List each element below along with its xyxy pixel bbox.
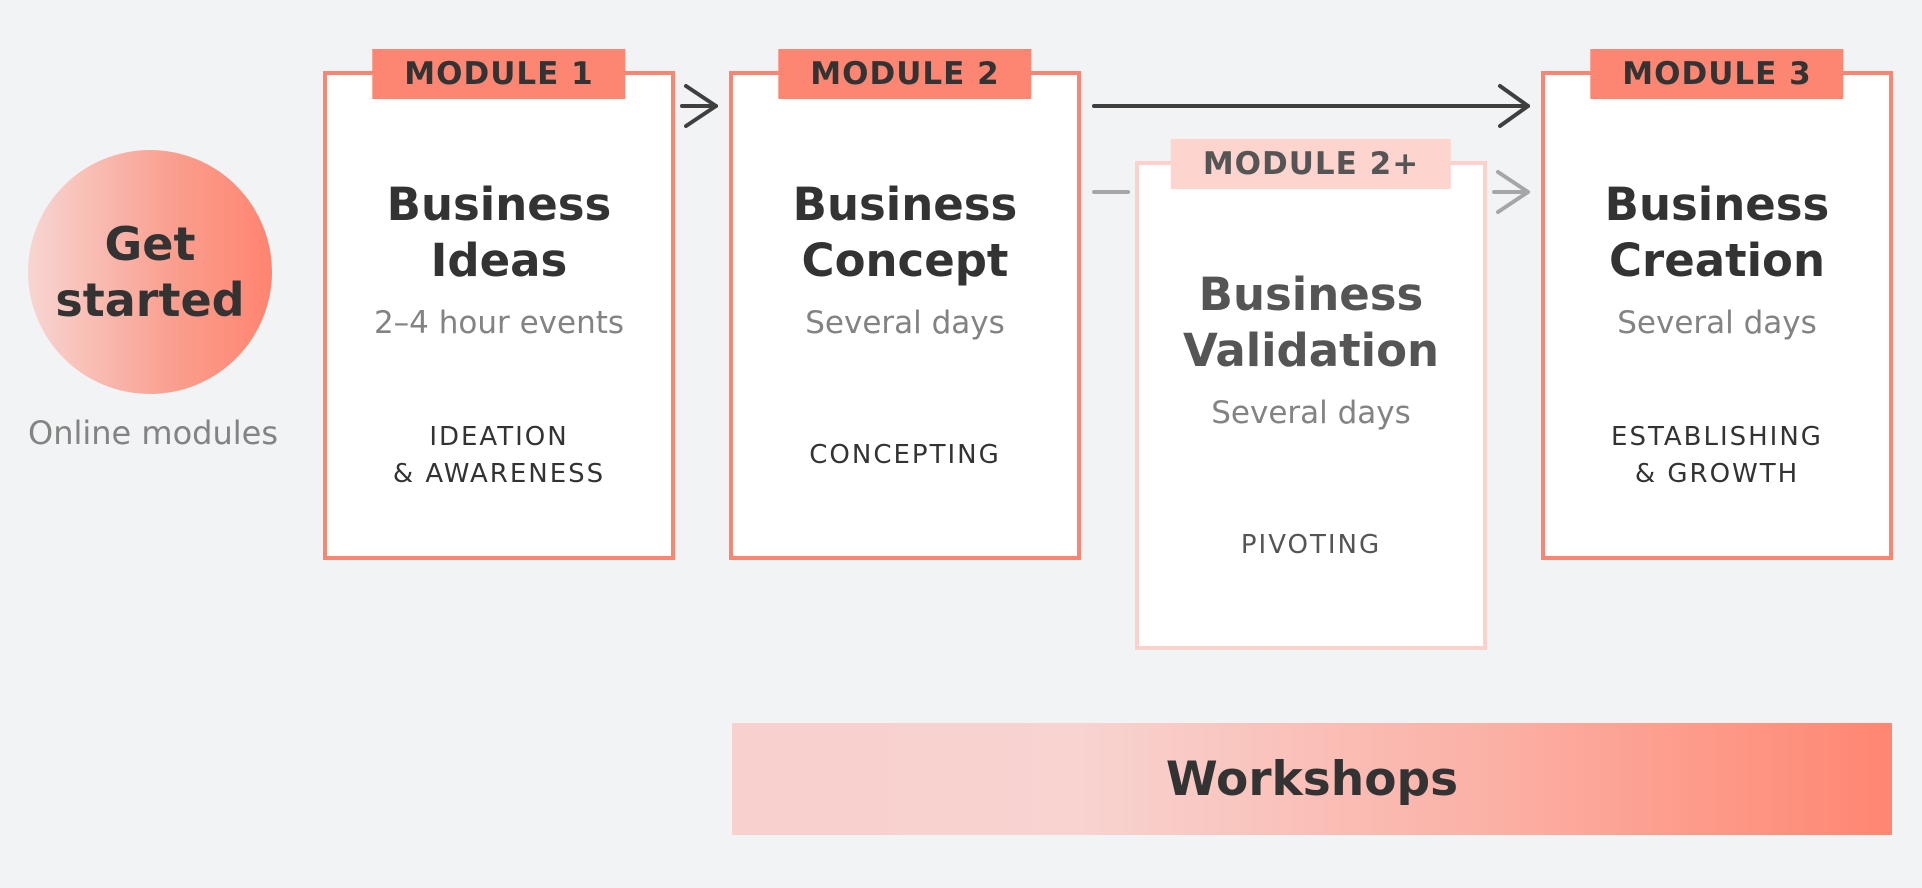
module-2plus-title: Business Validation xyxy=(1182,268,1440,377)
workshops-bar: Workshops xyxy=(732,723,1892,835)
module-2-tag: MODULE 2 xyxy=(778,49,1032,99)
get-started-circle: Get started xyxy=(28,150,272,394)
module-2-duration: Several days xyxy=(805,305,1005,341)
module-2-card: MODULE 2 Business Concept Several days C… xyxy=(729,49,1081,560)
module-1-title: Business Ideas xyxy=(386,178,612,287)
module-3-category: ESTABLISHING & GROWTH xyxy=(1611,422,1823,489)
module-3-card: MODULE 3 Business Creation Several days … xyxy=(1541,49,1893,560)
module-1-category: IDEATION & AWARENESS xyxy=(392,422,606,489)
module-2plus-duration: Several days xyxy=(1211,395,1411,431)
module-2plus-category: PIVOTING xyxy=(1240,530,1382,560)
module-2-category: CONCEPTING xyxy=(809,440,1001,470)
module-3-tag: MODULE 3 xyxy=(1590,49,1844,99)
module-1-card: MODULE 1 Business Ideas 2–4 hour events … xyxy=(323,49,675,560)
workshops-label: Workshops xyxy=(1165,751,1459,807)
get-started-label: Get started xyxy=(55,217,245,327)
arrow-module2-to-module3 xyxy=(1092,84,1530,128)
module-2plus-tag: MODULE 2+ xyxy=(1170,139,1452,189)
arrow-module1-to-module2 xyxy=(680,84,718,128)
module-2plus-card: MODULE 2+ Business Validation Several da… xyxy=(1135,139,1487,650)
module-3-title: Business Creation xyxy=(1604,178,1830,287)
module-1-duration: 2–4 hour events xyxy=(373,305,625,341)
module-1-tag: MODULE 1 xyxy=(372,49,626,99)
module-3-duration: Several days xyxy=(1617,305,1817,341)
arrow-module2plus-to-module3 xyxy=(1492,170,1530,214)
online-modules-caption: Online modules xyxy=(28,414,278,452)
module-2-title: Business Concept xyxy=(792,178,1018,287)
